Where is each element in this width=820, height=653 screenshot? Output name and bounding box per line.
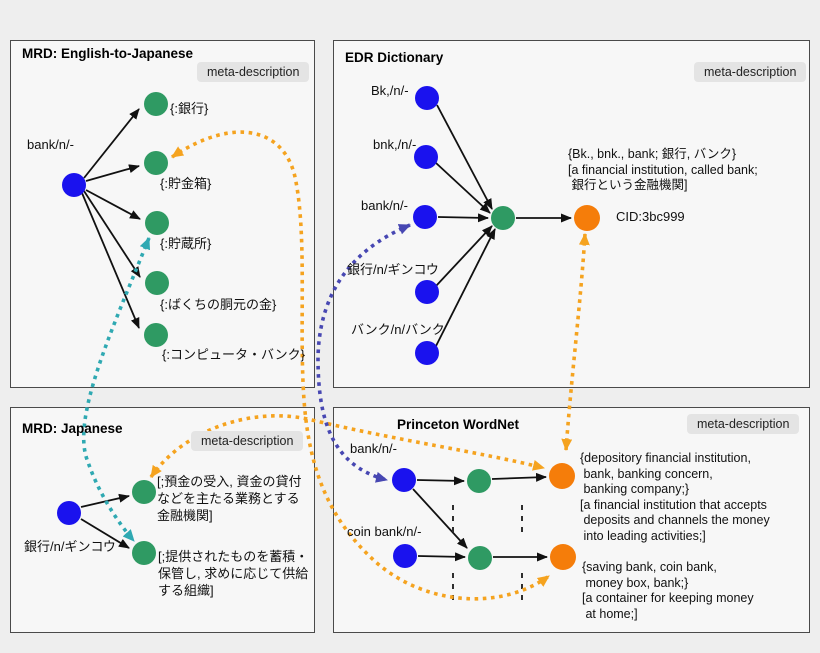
edr-meta-line: {Bk., bnk., bank; 銀行, バンク} xyxy=(568,147,737,161)
pwn-synset2-line: money box, bank;} xyxy=(582,575,689,590)
mrd-ja-sense2-line: 保管し, 求めに応じて供給 xyxy=(158,566,309,581)
mrd-ja-entry-label: 銀行/n/ギンコウ xyxy=(24,539,116,554)
pwn-synset1-line: bank, banking concern, xyxy=(580,466,713,481)
edr-title: EDR Dictionary xyxy=(345,50,444,65)
mrd-e2j-entry-label: bank/n/- xyxy=(27,137,74,152)
pwn-synset1-line: [a financial institution that accepts xyxy=(580,497,767,512)
mrd-e2j-sense-label: {:銀行} xyxy=(170,101,209,116)
pwn-synset2-line: at home;] xyxy=(582,606,638,621)
edr-meta-line: [a financial institution, called bank; xyxy=(568,162,758,177)
mrd-e2j-sense-label: {:貯蔵所} xyxy=(160,236,212,251)
mrd-ja-sense1-text: [;預金の受入, 資金の貸付 などを主たる業務とする 金融機関] xyxy=(157,473,301,524)
edr-entry-label: 銀行/n/ギンコウ xyxy=(347,262,439,277)
mrd-e2j-sense-label: {:ばくちの胴元の金} xyxy=(160,297,277,312)
pwn-synset2-line: [a container for keeping money xyxy=(582,591,754,605)
pwn-synset1-line: into leading activities;] xyxy=(580,528,706,543)
edr-entry-label: bank/n/- xyxy=(361,198,408,213)
pwn-entry-label: bank/n/- xyxy=(350,441,397,456)
pwn-synset1-line: {depository financial institution, xyxy=(580,451,751,465)
mrd-e2j-sense-label: {:貯金箱} xyxy=(160,176,212,191)
edr-meta-badge: meta-description xyxy=(694,62,807,82)
mrd-e2j-sense-label: {:コンピュータ・バンク} xyxy=(162,347,305,362)
mrd-e2j-meta-badge: meta-description xyxy=(197,62,310,82)
edr-cid-label: CID:3bc999 xyxy=(616,209,685,224)
mrd-ja-meta-badge: meta-description xyxy=(191,431,304,451)
mrd-ja-sense1-line: などを主たる業務とする xyxy=(157,491,300,506)
pwn-meta-badge: meta-description xyxy=(687,414,800,434)
mrd-ja-title: MRD: Japanese xyxy=(22,421,123,436)
mrd-e2j-title: MRD: English-to-Japanese xyxy=(22,46,194,61)
pwn-title: Princeton WordNet xyxy=(397,417,520,432)
edr-entry-label: Bk,/n/- xyxy=(371,83,409,98)
pwn-synset2-line: {saving bank, coin bank, xyxy=(582,560,717,574)
pwn-synset1-line: deposits and channels the money xyxy=(580,513,770,527)
pwn-entry-label: coin bank/n/- xyxy=(347,524,422,539)
mrd-ja-sense1-line: [;預金の受入, 資金の貸付 xyxy=(157,474,302,489)
pwn-synset1-text: {depository financial institution, bank,… xyxy=(580,451,770,544)
mrd-ja-sense2-line: する組織] xyxy=(158,583,214,598)
mrd-ja-sense2-line: [;提供されたものを蓄積・ xyxy=(158,549,309,564)
edr-meta-description-text: {Bk., bnk., bank; 銀行, バンク} [a financial … xyxy=(568,147,758,194)
edr-entry-label: bnk,/n/- xyxy=(373,137,417,152)
edr-entry-label: バンク/n/バンク xyxy=(351,322,445,337)
pwn-synset2-text: {saving bank, coin bank, money box, bank… xyxy=(582,560,754,622)
mrd-ja-sense1-line: 金融機関] xyxy=(157,508,213,523)
mrd-ja-sense2-text: [;提供されたものを蓄積・ 保管し, 求めに応じて供給 する組織] xyxy=(158,548,308,599)
edr-meta-line: 銀行という金融機関] xyxy=(568,178,688,192)
panel-mrd-english-to-japanese xyxy=(10,40,315,388)
pwn-synset1-line: banking company;} xyxy=(580,482,690,496)
